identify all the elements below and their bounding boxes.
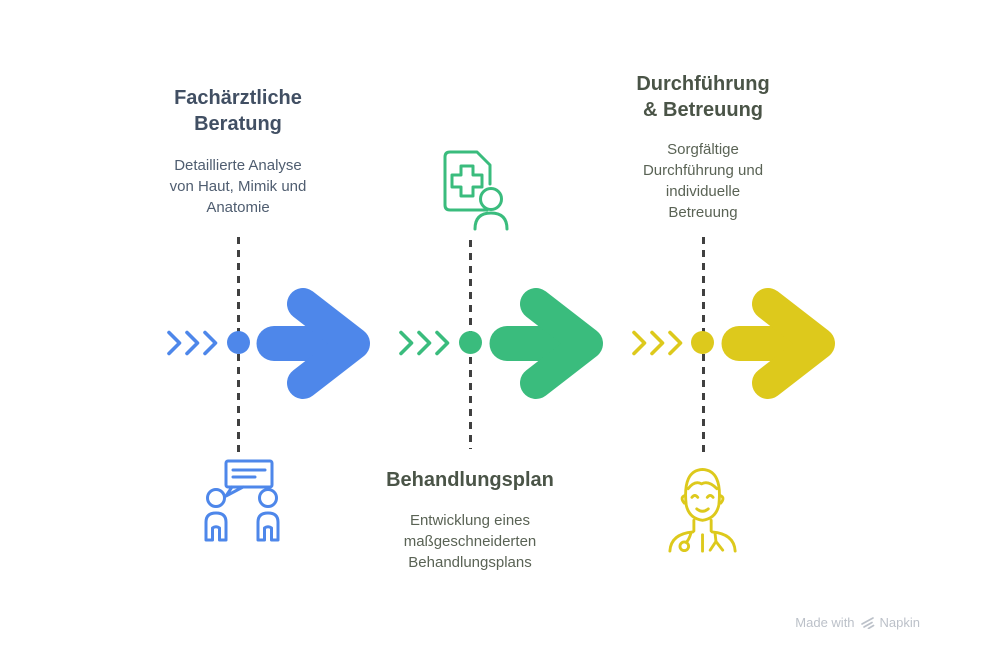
step3-arrow-icon [721,287,839,400]
step2-arrow-icon [489,287,607,400]
people-conversation-icon [204,459,280,542]
step2-title: Behandlungsplan [386,469,554,491]
doctor-face-icon [668,468,737,553]
napkin-logo-icon [860,617,874,629]
step1-arrow-icon [256,287,374,400]
step2-description: Entwicklung eines maßgeschneiderten Beha… [403,512,537,571]
made-with-napkin-badge: Made with Napkin [795,615,920,630]
step1-description: Detaillierte Analyse von Haut, Mimik und… [169,157,307,216]
step2-node-dot [459,331,482,354]
step3-node-dot [691,331,714,354]
made-with-label: Made with [795,615,855,630]
medical-document-patient-icon [443,150,509,231]
step2-chevrons-icon [399,330,450,356]
step3-chevrons-icon [632,330,683,356]
step3-title: Durchführung & Betreuung [636,73,770,121]
step3-description: Sorgfältige Durchführung und individuell… [642,141,764,221]
step1-chevrons-icon [167,330,218,356]
step1-node-dot [227,331,250,354]
step1-title: Fachärztliche Beratung [174,87,302,135]
napkin-brand-label: Napkin [879,615,920,630]
